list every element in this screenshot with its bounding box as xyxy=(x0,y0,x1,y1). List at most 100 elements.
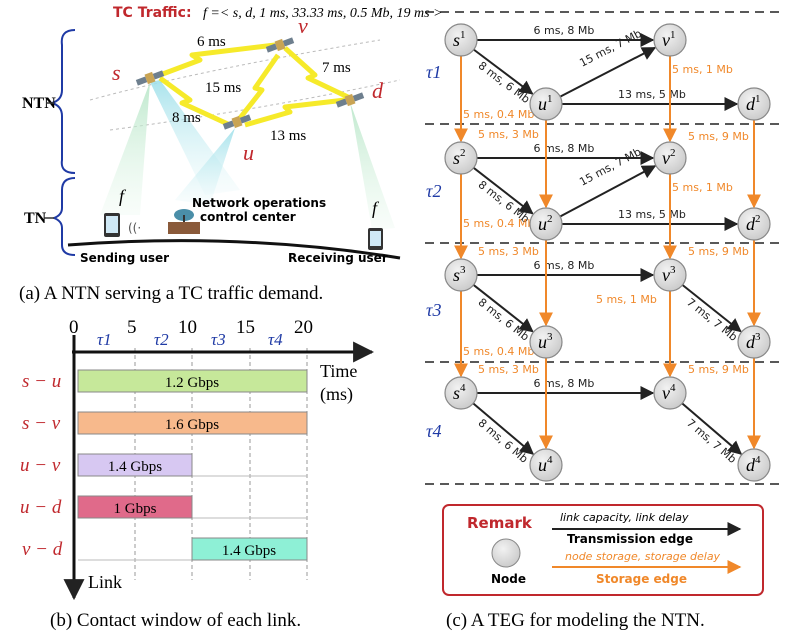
teg-tau3: τ3 xyxy=(426,300,441,320)
teg-slot-labels: τ1 τ2 τ3 τ4 xyxy=(426,62,441,441)
link-v-d xyxy=(283,46,352,101)
link-u-d xyxy=(244,97,346,128)
teg-store-u-3-label: 5 ms, 3 Mb xyxy=(478,363,539,376)
teg-edge-su-1-label: 8 ms, 6 Mb xyxy=(476,59,532,106)
delay-u-v: 15 ms xyxy=(205,80,241,96)
teg-edge-sv-3-label: 6 ms, 8 Mb xyxy=(534,259,595,272)
teg-store-d-1-label: 5 ms, 9 Mb xyxy=(688,130,749,143)
f-label-recv: f xyxy=(372,198,380,218)
link-name-u-d: u − d xyxy=(20,497,62,518)
teg-edge-su-3 xyxy=(472,284,534,333)
wifi-icon: ((· xyxy=(128,221,141,235)
link-name-s-u: s − u xyxy=(22,371,61,392)
receiving-user-label: Receiving user xyxy=(288,251,388,265)
tc-formula: f =< s, d, 1 ms, 33.33 ms, 0.5 Mb, 19 ms… xyxy=(203,6,443,21)
bar-u-v xyxy=(77,453,193,477)
delay-s-v: 6 ms xyxy=(197,34,226,50)
teg-edge-vd-3-label: 7 ms, 7 Mb xyxy=(684,296,740,344)
node-v-label: v xyxy=(298,13,308,38)
center-label-1: Network operations xyxy=(192,196,326,210)
teg-store-s-1-label: 5 ms, 0.4 Mb xyxy=(463,108,534,121)
teg-store-v-3-label: 5 ms, 1 Mb xyxy=(596,293,657,306)
teg-tau4: τ4 xyxy=(426,421,441,441)
teg-node-d2 xyxy=(737,207,771,241)
teg-node-u1 xyxy=(529,87,563,121)
slot-tau4: τ4 xyxy=(268,330,283,349)
remark-box: Remark Node link capacity, link delay Tr… xyxy=(442,504,764,596)
teg-node-v4 xyxy=(653,376,687,410)
teg-node-d3 xyxy=(737,325,771,359)
teg-store-s-2-label: 5 ms, 0.4 Mb xyxy=(463,217,534,230)
caption-a: (a) A NTN serving a TC traffic demand. xyxy=(19,283,323,304)
teg-edge-su-2 xyxy=(473,167,534,215)
caption-b: (b) Contact window of each link. xyxy=(50,610,301,631)
remark-node-label: Node xyxy=(491,572,526,586)
receiving-phone-icon xyxy=(368,228,383,250)
teg-node-s3 xyxy=(444,258,478,292)
teg-node-s4 xyxy=(444,376,478,410)
bar-u-d xyxy=(77,495,193,519)
caption-c: (c) A TEG for modeling the NTN. xyxy=(446,610,705,631)
tc-traffic-label: TC Traffic: xyxy=(113,5,192,21)
tn-label: TN xyxy=(24,210,47,227)
panel-a: TC Traffic: f =< s, d, 1 ms, 33.33 ms, 0… xyxy=(19,5,443,304)
isl-links xyxy=(158,42,352,128)
sending-user-label: Sending user xyxy=(80,251,169,265)
link-s-u xyxy=(158,75,232,128)
control-center-icon xyxy=(168,209,200,234)
teg-store-d-3-label: 5 ms, 9 Mb xyxy=(688,363,749,376)
teg-edge-su-4 xyxy=(472,402,535,455)
teg-node-v2 xyxy=(653,141,687,175)
teg-store-d-2-label: 5 ms, 9 Mb xyxy=(688,245,749,258)
teg-store-u-1-label: 5 ms, 3 Mb xyxy=(478,128,539,141)
ground-line xyxy=(67,239,401,260)
teg-edge-sv-4-label: 6 ms, 8 Mb xyxy=(534,377,595,390)
bar-s-v-label: 1.6 Gbps xyxy=(165,417,219,433)
remark-trans-bold: Transmission edge xyxy=(567,532,693,546)
teg-node-v1 xyxy=(653,23,687,57)
teg-edge-uv-1 xyxy=(559,46,657,98)
remark-title: Remark xyxy=(467,514,533,532)
time-label: Time xyxy=(320,361,357,381)
remark-node-icon xyxy=(491,538,521,568)
time-unit: (ms) xyxy=(320,384,353,405)
node-u-label: u xyxy=(243,140,254,165)
teg-store-s-3-label: 5 ms, 0.4 Mb xyxy=(463,345,534,358)
slot-labels: τ1 τ2 τ3 τ4 xyxy=(97,330,283,349)
tick-15: 15 xyxy=(236,317,255,338)
satellite-s xyxy=(135,70,165,86)
teg-node-d4 xyxy=(737,448,771,482)
teg-edge-sv-1-label: 6 ms, 8 Mb xyxy=(534,24,595,37)
teg-store-v-2-label: 5 ms, 1 Mb xyxy=(672,181,733,194)
axis-ticks: 0 5 10 15 20 xyxy=(69,317,313,338)
contact-window-bars: 1.2 Gbps 1.6 Gbps 1.4 Gbps 1 Gbps 1.4 Gb… xyxy=(77,369,308,561)
ntn-label: NTN xyxy=(22,95,56,112)
teg-edge-vd-4-label: 7 ms, 7 Mb xyxy=(684,416,739,466)
delay-u-d: 13 ms xyxy=(270,128,306,144)
slot-tau3: τ3 xyxy=(211,330,226,349)
teg-edge-su-4-label: 8 ms, 6 Mb xyxy=(476,416,531,465)
teg-store-u-2-label: 5 ms, 3 Mb xyxy=(478,245,539,258)
teg-edge-ud-2-label: 13 ms, 5 Mb xyxy=(618,208,686,221)
tick-20: 20 xyxy=(294,317,313,338)
bar-s-v xyxy=(77,411,308,435)
remark-trans-italic: link capacity, link delay xyxy=(560,511,689,524)
link-name-v-d: v − d xyxy=(22,539,63,560)
satellite-u xyxy=(222,114,252,130)
sending-phone-icon xyxy=(104,213,120,237)
delay-s-u: 8 ms xyxy=(172,110,201,126)
link-label: Link xyxy=(88,572,122,592)
satellite-v xyxy=(265,37,295,53)
teg-edge-sv-2-label: 6 ms, 8 Mb xyxy=(534,142,595,155)
link-names: s − u s − v u − v u − d v − d xyxy=(20,371,63,560)
slot-tau2: τ2 xyxy=(154,330,169,349)
bar-v-d xyxy=(191,537,308,561)
teg-edge-su-1 xyxy=(473,48,534,95)
bar-v-d-label: 1.4 Gbps xyxy=(222,543,276,559)
slot-tau1: τ1 xyxy=(97,330,112,349)
link-name-u-v: u − v xyxy=(20,455,61,476)
bar-u-v-label: 1.4 Gbps xyxy=(108,459,162,475)
